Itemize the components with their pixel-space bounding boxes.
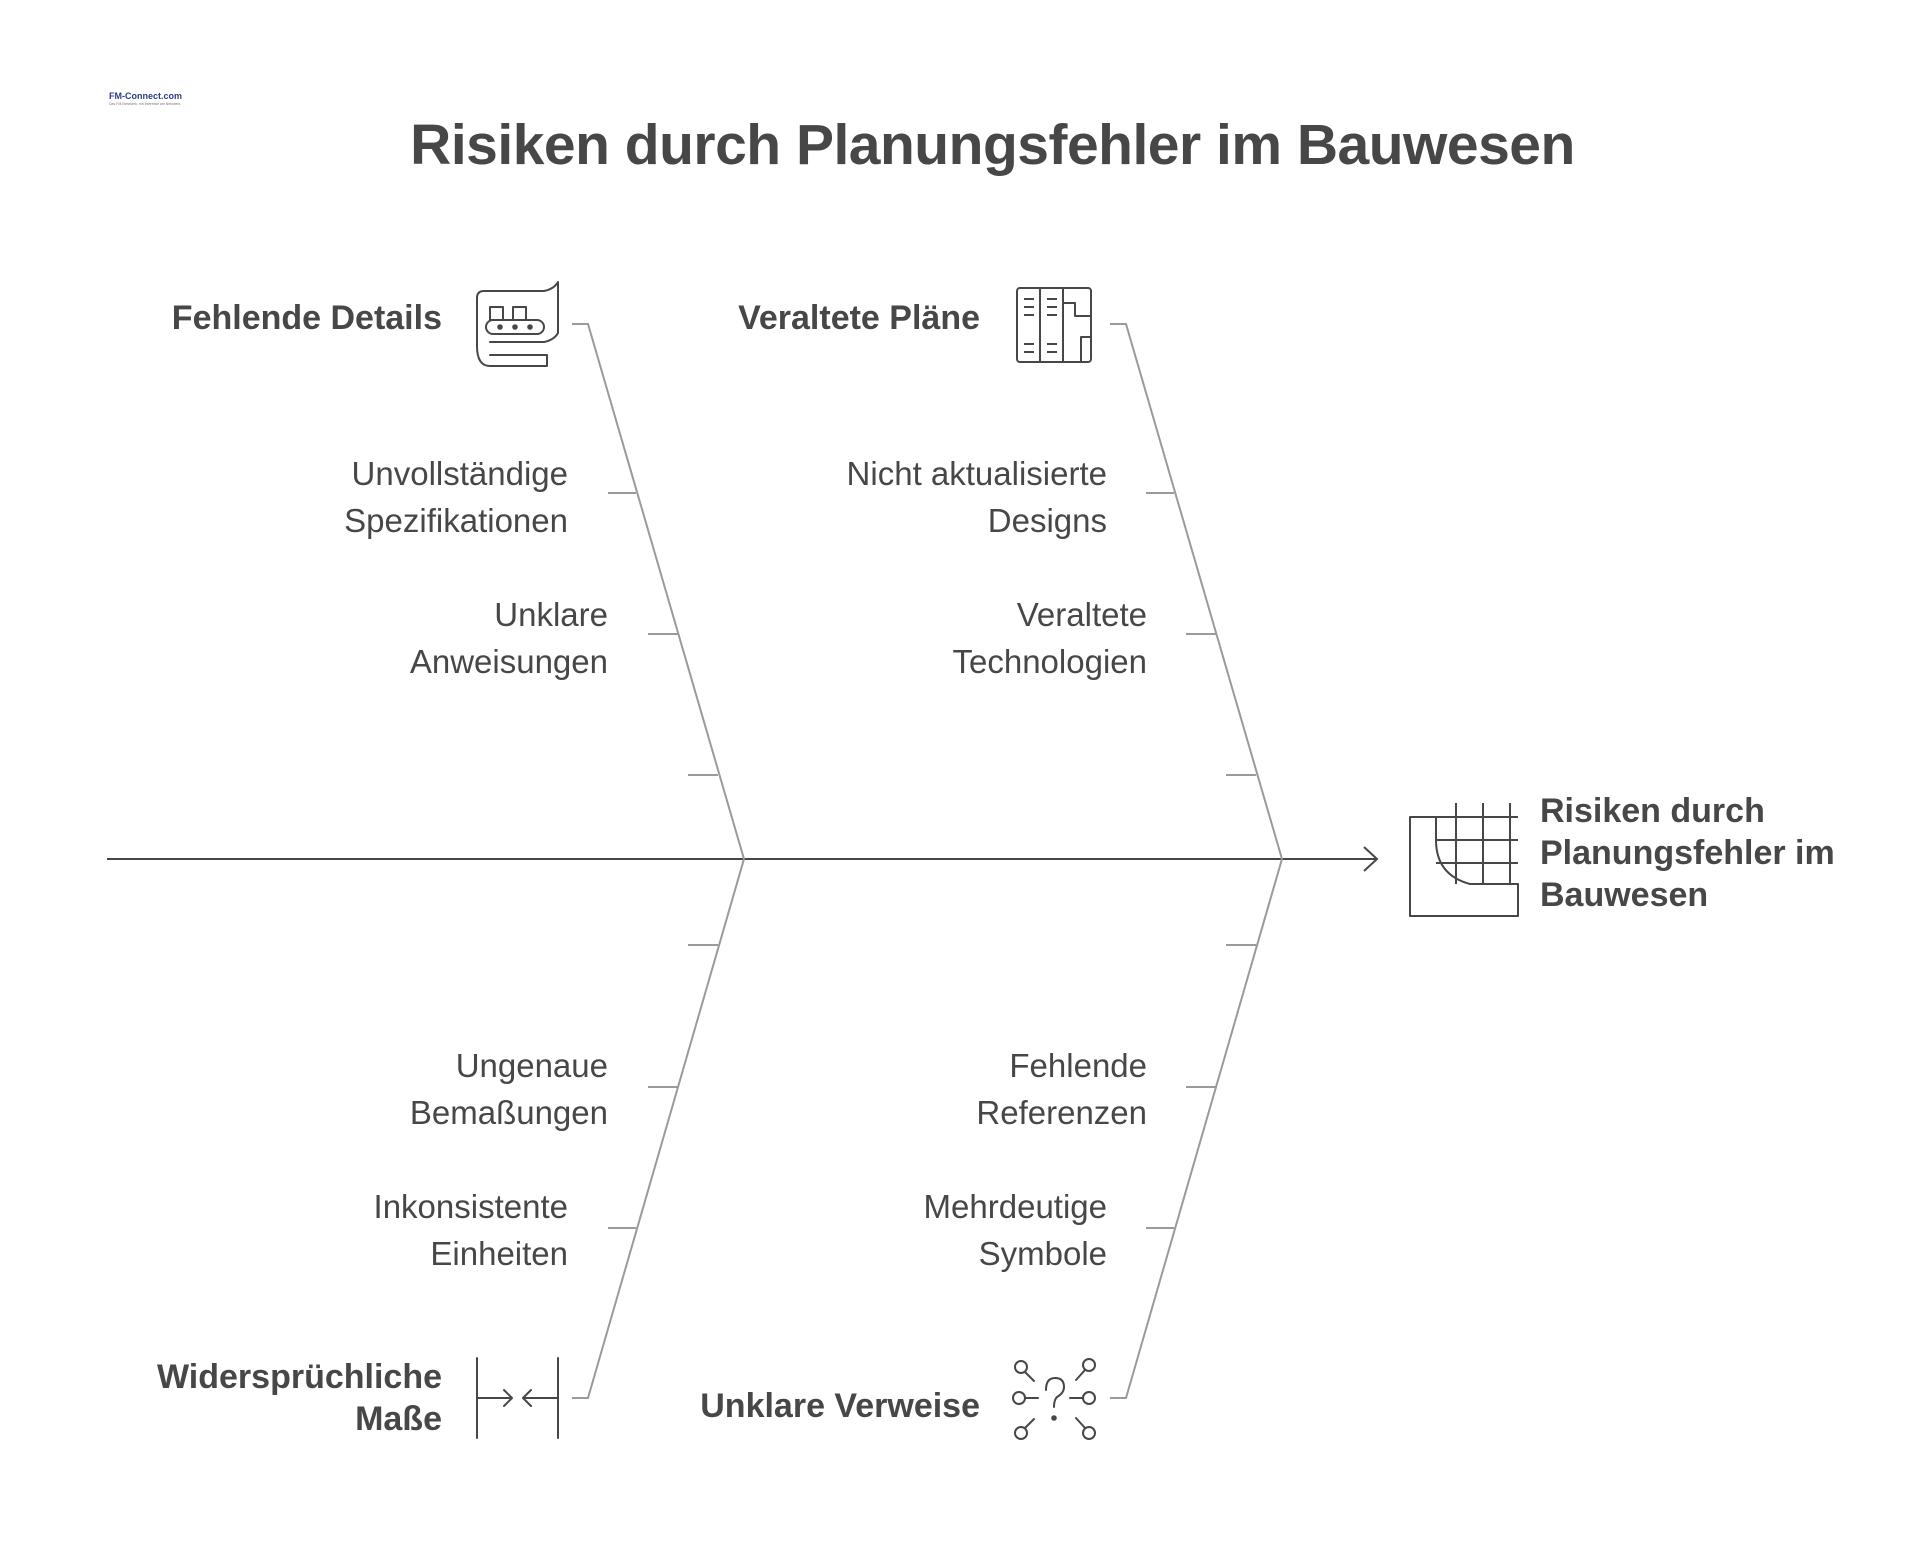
cause-line: Veraltete [1016, 596, 1147, 633]
floor-plan-icon [1409, 803, 1519, 917]
category-unklare-verweise: Unklare Verweise [700, 1387, 980, 1425]
effect-label-line1: Risiken durch [1540, 792, 1765, 830]
bone-veraltete-plaene [1110, 323, 1283, 860]
cause-unvollstaendige-spezifikationen: Unvollständige Spezifikationen [344, 450, 568, 544]
cause-line: Technologien [952, 643, 1148, 680]
cause-line: Nicht aktualisierte [846, 455, 1107, 492]
building-plan-icon [1016, 287, 1092, 363]
bone-unklare-verweise [1110, 858, 1283, 1399]
logo-text: FM-Connect.com [109, 91, 182, 101]
bone-widerspruechliche-masse [572, 858, 745, 1399]
cause-line: Mehrdeutige [923, 1188, 1107, 1225]
cause-line: Designs [987, 502, 1107, 539]
dimension-arrows-icon [476, 1357, 559, 1439]
cause-unklare-anweisungen: Unklare Anweisungen [410, 591, 608, 685]
question-network-icon [1012, 1358, 1096, 1440]
cause-line: Fehlende [1009, 1047, 1147, 1084]
cause-line: Einheiten [430, 1235, 568, 1272]
cause-line: Inkonsistente [373, 1188, 568, 1225]
cause-line: Symbole [978, 1235, 1107, 1272]
fm-connect-logo: FM-Connect.com Das FM-Netzwerk, mit Inte… [100, 88, 182, 114]
cause-line: Referenzen [976, 1094, 1147, 1131]
category-widerspruechliche-masse: Widersprüchliche Maße [157, 1356, 442, 1440]
page-title: Risiken durch Planungsfehler im Bauwesen [410, 113, 1575, 177]
cause-line: Anweisungen [409, 643, 608, 680]
cause-ungenaue-bemassungen: Ungenaue Bemaßungen [410, 1042, 608, 1136]
category-widerspruechliche-masse-line1: Widersprüchliche [157, 1358, 442, 1396]
cause-inkonsistente-einheiten: Inkonsistente Einheiten [374, 1183, 568, 1277]
category-fehlende-details: Fehlende Details [171, 299, 442, 337]
cause-nicht-aktualisierte-designs: Nicht aktualisierte Designs [847, 450, 1107, 544]
cause-line: Ungenaue [455, 1047, 608, 1084]
bone-fehlende-details [572, 323, 745, 860]
category-veraltete-plaene: Veraltete Pläne [738, 299, 980, 337]
cause-veraltete-technologien: Veraltete Technologien [953, 591, 1148, 685]
cause-line: Bemaßungen [409, 1094, 608, 1131]
cause-mehrdeutige-symbole: Mehrdeutige Symbole [924, 1183, 1107, 1277]
spine-arrowhead [1363, 846, 1379, 872]
blueprint-scroll-icon [476, 281, 559, 367]
effect-label-line2: Planungsfehler im [1540, 834, 1835, 872]
cause-fehlende-referenzen: Fehlende Referenzen [976, 1042, 1147, 1136]
cause-line: Unklare [494, 596, 608, 633]
effect-label-line3: Bauwesen [1540, 876, 1709, 914]
effect-label: Risiken durch Planungsfehler im Bauwesen [1540, 790, 1835, 916]
cause-line: Spezifikationen [344, 502, 568, 539]
logo-tagline: Das FM-Netzwerk, mit Interesse am Netzwe… [109, 102, 181, 106]
cause-line: Unvollständige [351, 455, 568, 492]
category-widerspruechliche-masse-line2: Maße [355, 1400, 442, 1438]
